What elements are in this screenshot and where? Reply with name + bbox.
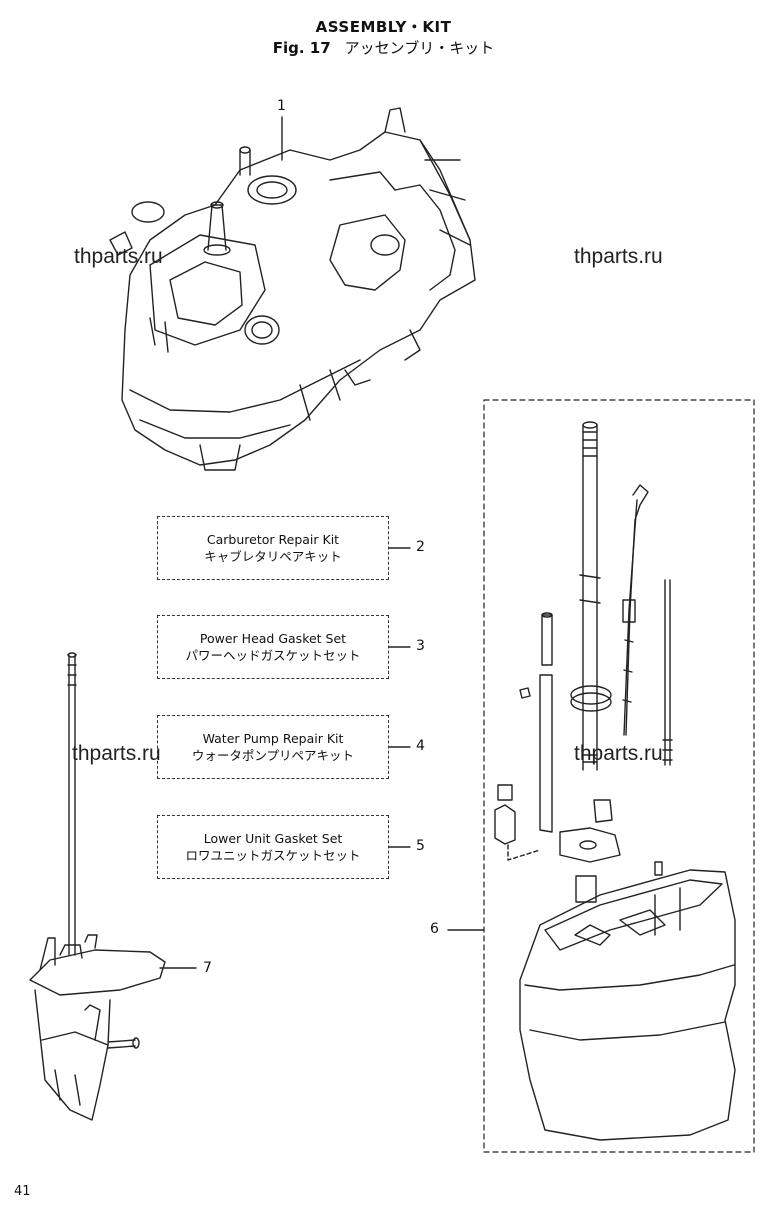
kit-name-en: Carburetor Repair Kit: [206, 532, 340, 547]
kit-box-carburetor: Carburetor Repair Kit キャブレタリペアキット: [157, 516, 389, 580]
callout-3: 3: [416, 638, 425, 654]
watermark: thparts.ru: [574, 245, 663, 268]
page-number: 41: [14, 1184, 31, 1199]
figure-label: Fig. 17: [272, 39, 331, 57]
kit-box-water-pump: Water Pump Repair Kit ウォータポンプリペアキット: [157, 715, 389, 779]
kit-box-power-head: Power Head Gasket Set パワーヘッドガスケットセット: [157, 615, 389, 679]
callout-2: 2: [416, 539, 425, 555]
callout-5: 5: [416, 838, 425, 854]
callout-1: 1: [277, 98, 286, 114]
page-title: ASSEMBLY・KIT: [315, 18, 452, 36]
callout-4: 4: [416, 738, 425, 754]
watermark: thparts.ru: [574, 742, 663, 765]
callout-7: 7: [203, 960, 212, 976]
kit-name-jp: ウォータポンプリペアキット: [191, 748, 355, 763]
kit-6-boundary: [483, 399, 755, 1153]
figure-title: Fig. 17 アッセンブリ・キット: [0, 37, 767, 58]
lower-unit-assembly: [29, 652, 166, 1121]
driveshaft-parts: [494, 421, 736, 1141]
kit-box-lower-unit: Lower Unit Gasket Set ロワユニットガスケットセット: [157, 815, 389, 879]
kit-name-jp: ロワユニットガスケットセット: [185, 848, 361, 863]
kit-name-en: Power Head Gasket Set: [199, 631, 347, 646]
kit-name-jp: パワーヘッドガスケットセット: [185, 648, 361, 663]
kit-name-en: Water Pump Repair Kit: [202, 731, 344, 746]
callout-6: 6: [430, 921, 439, 937]
power-head-assembly: [109, 107, 476, 471]
figure-title-jp: アッセンブリ・キット: [344, 39, 495, 57]
watermark: thparts.ru: [74, 245, 163, 268]
kit-name-jp: キャブレタリペアキット: [204, 549, 342, 564]
watermark: thparts.ru: [72, 742, 161, 765]
kit-name-en: Lower Unit Gasket Set: [203, 831, 343, 846]
